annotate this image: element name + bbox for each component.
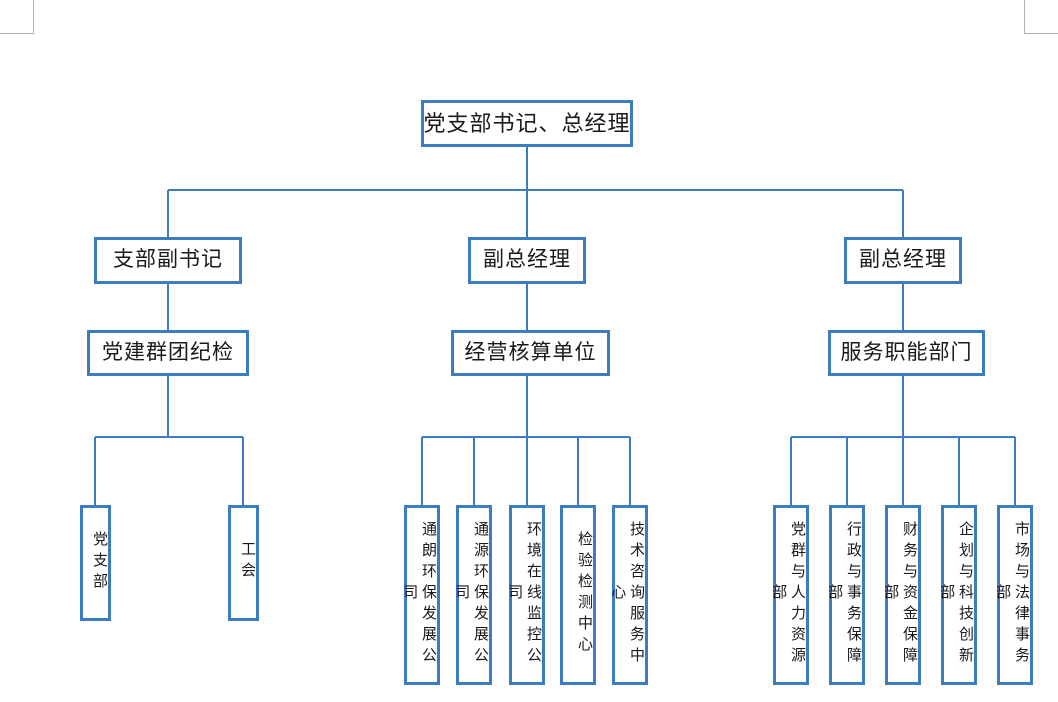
node-party-branch[interactable]: 党支部 bbox=[80, 505, 111, 621]
node-market-legal-affairs-department[interactable]: 市场与法律事务部 bbox=[994, 505, 1033, 685]
node-administration-affairs-support-department[interactable]: 行政与事务保障部 bbox=[826, 505, 865, 685]
node-environment-online-monitoring-company[interactable]: 环境在线监控公司 bbox=[506, 505, 545, 685]
node-planning-technology-innovation-department[interactable]: 企划与科技创新部 bbox=[938, 505, 977, 685]
node-party-mass-human-resources-department[interactable]: 党群与人力资源部 bbox=[770, 505, 809, 685]
node-business-accounting-unit[interactable]: 经营核算单位 bbox=[451, 330, 610, 376]
node-label: 行政与事务保障部 bbox=[826, 520, 862, 668]
node-label: 工会 bbox=[239, 541, 256, 583]
node-label: 企划与科技创新部 bbox=[938, 520, 974, 668]
node-deputy-general-manager-operations[interactable]: 副总经理 bbox=[468, 237, 586, 284]
node-finance-fund-support-department[interactable]: 财务与资金保障部 bbox=[882, 505, 921, 685]
node-label: 副总经理 bbox=[483, 248, 571, 272]
node-service-function-department[interactable]: 服务职能部门 bbox=[828, 330, 985, 376]
node-label: 服务职能部门 bbox=[840, 340, 973, 364]
node-label: 通朗环保发展公司 bbox=[401, 520, 437, 668]
node-tonglang-environmental-development-company[interactable]: 通朗环保发展公司 bbox=[401, 505, 440, 685]
node-label: 财务与资金保障部 bbox=[882, 520, 918, 668]
node-technical-consulting-service-center[interactable]: 技术咨询服务中心 bbox=[609, 505, 648, 685]
node-label: 党支部 bbox=[91, 530, 108, 594]
node-root-party-secretary-general-manager[interactable]: 党支部书记、总经理 bbox=[421, 100, 633, 147]
node-inspection-testing-center[interactable]: 检验检测中心 bbox=[560, 505, 596, 685]
node-party-building-discipline[interactable]: 党建群团纪检 bbox=[87, 330, 249, 376]
page-margin-mark-top-right bbox=[1024, 0, 1058, 34]
node-label: 技术咨询服务中心 bbox=[609, 520, 645, 668]
node-label: 党支部书记、总经理 bbox=[423, 110, 631, 136]
node-label: 市场与法律事务部 bbox=[994, 520, 1030, 668]
node-labor-union[interactable]: 工会 bbox=[228, 505, 259, 621]
node-label: 党群与人力资源部 bbox=[770, 520, 806, 668]
node-label: 环境在线监控公司 bbox=[506, 520, 542, 668]
node-deputy-general-manager-services[interactable]: 副总经理 bbox=[844, 237, 962, 284]
node-deputy-party-secretary[interactable]: 支部副书记 bbox=[94, 237, 242, 284]
page-margin-mark-top-left bbox=[0, 0, 34, 34]
node-label: 经营核算单位 bbox=[464, 340, 597, 364]
node-label: 支部副书记 bbox=[113, 248, 223, 272]
node-label: 副总经理 bbox=[859, 248, 947, 272]
node-label: 党建群团纪检 bbox=[102, 340, 234, 364]
node-label: 检验检测中心 bbox=[576, 531, 593, 657]
node-tongyuan-environmental-development-company[interactable]: 通源环保发展公司 bbox=[453, 505, 492, 685]
node-label: 通源环保发展公司 bbox=[453, 520, 489, 668]
